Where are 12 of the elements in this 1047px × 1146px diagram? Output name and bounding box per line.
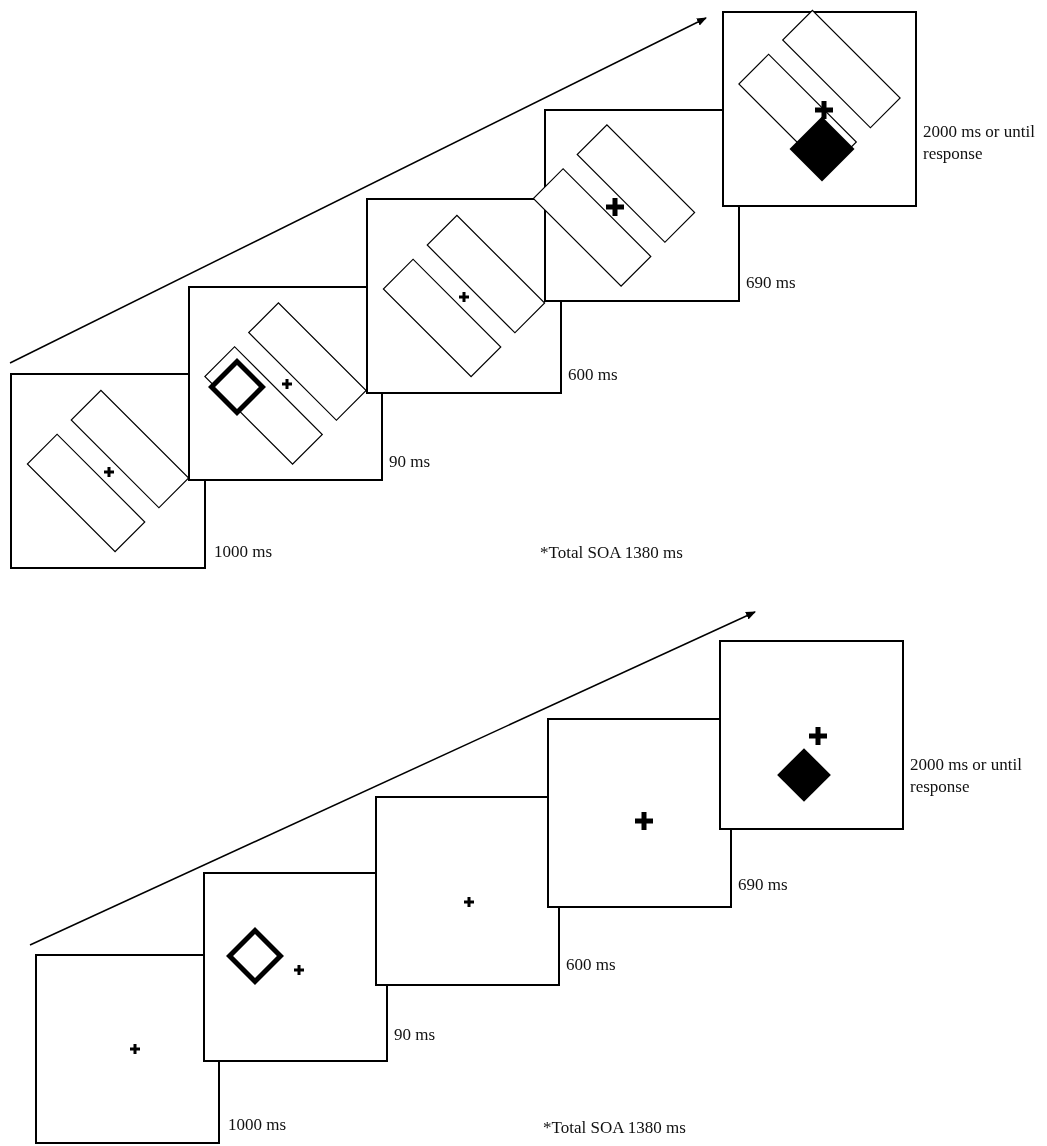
duration-label: 2000 ms or until response — [923, 121, 1036, 165]
note-text: *Total SOA 1380 ms — [543, 1118, 686, 1138]
duration-label: 2000 ms or until response — [910, 754, 1023, 798]
duration-label: 90 ms — [394, 1024, 437, 1046]
duration-label: 600 ms — [568, 364, 619, 386]
duration-label: 1000 ms — [214, 541, 274, 563]
duration-label: 690 ms — [738, 874, 789, 896]
note-text: *Total SOA 1380 ms — [540, 543, 683, 563]
duration-label: 1000 ms — [228, 1114, 288, 1136]
duration-label: 90 ms — [389, 451, 432, 473]
duration-label: 600 ms — [566, 954, 617, 976]
duration-label: 690 ms — [746, 272, 797, 294]
